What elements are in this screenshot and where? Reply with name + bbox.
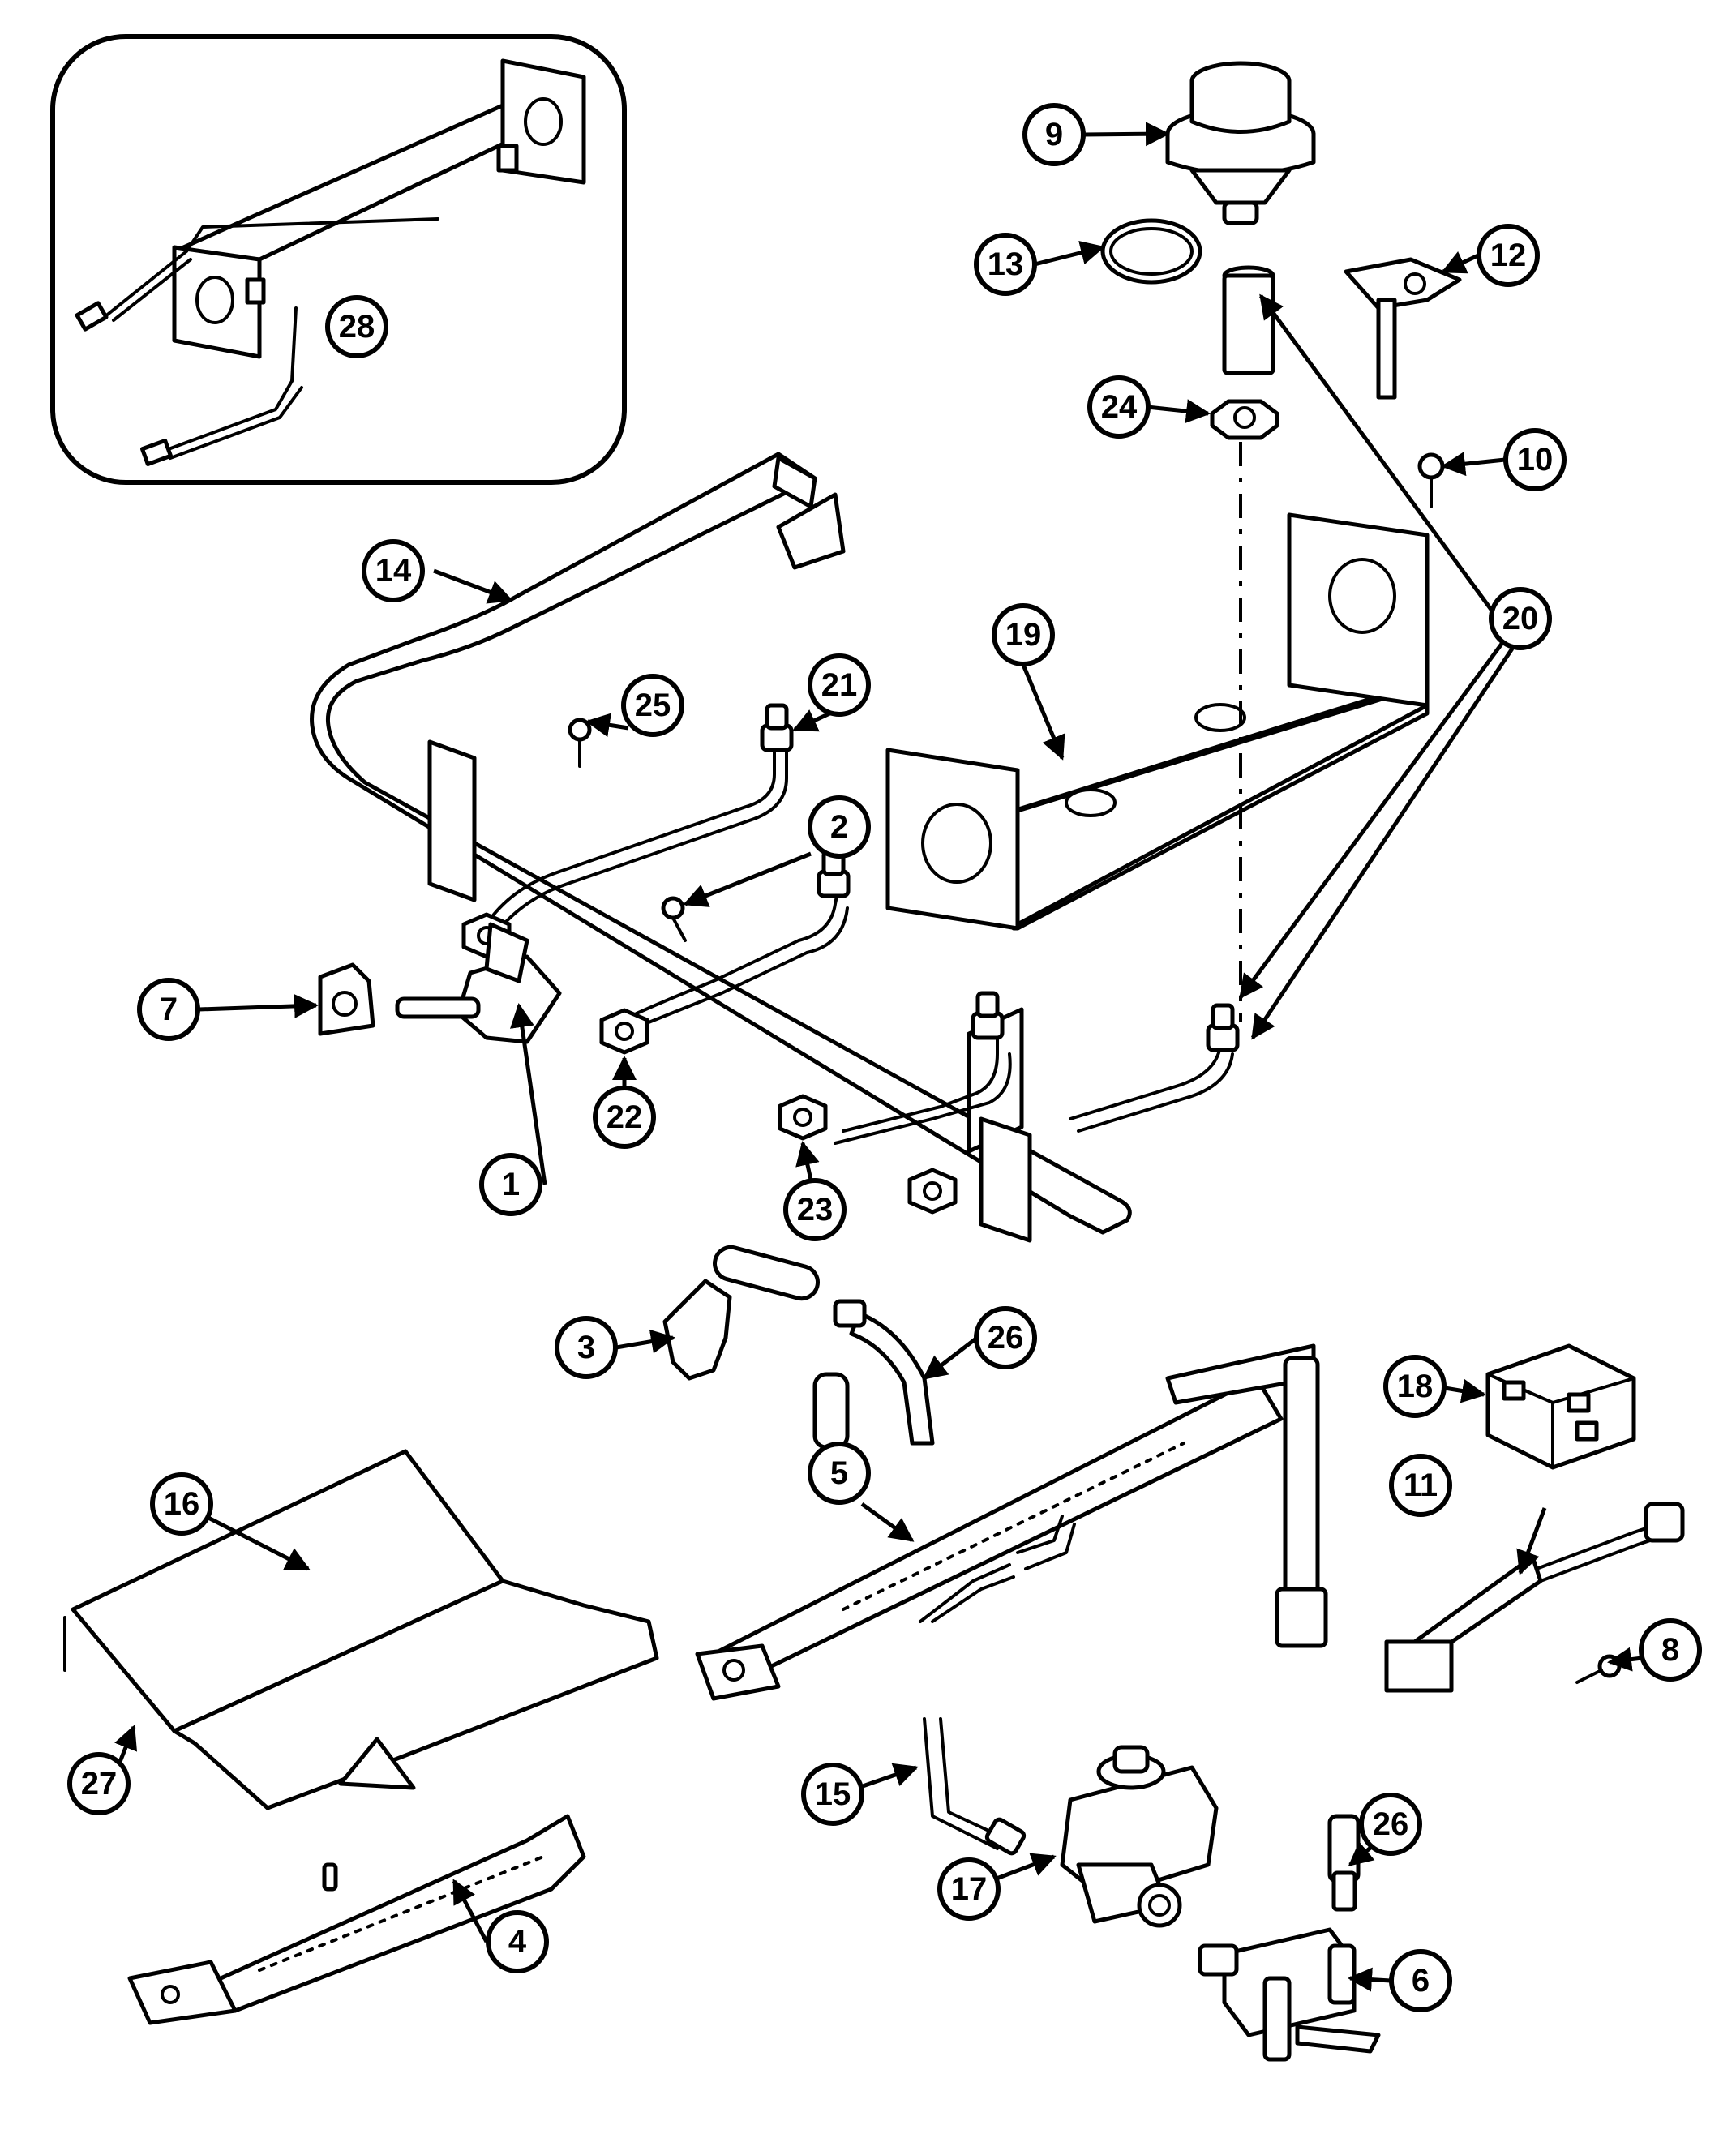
svg-text:16: 16: [164, 1486, 200, 1522]
callout-10: 10: [1503, 428, 1567, 491]
flame-spreader: [63, 1449, 659, 1810]
callout-11: 11: [1389, 1454, 1452, 1517]
svg-text:4: 4: [508, 1924, 527, 1960]
callout-21: 21: [808, 653, 871, 717]
callout-13: 13: [974, 233, 1037, 296]
svg-text:1: 1: [502, 1167, 520, 1202]
hex-nuts: [461, 912, 958, 1215]
callout-3: 3: [555, 1316, 618, 1379]
svg-text:14: 14: [375, 553, 412, 589]
inset-panel: 28: [50, 34, 627, 485]
callout-9: 9: [1022, 103, 1086, 166]
svg-text:8: 8: [1661, 1632, 1679, 1668]
callout-24: 24: [1087, 375, 1151, 439]
bake-burner: [127, 1814, 586, 2025]
callout-15: 15: [801, 1763, 864, 1826]
orifice-fittings: [760, 703, 1240, 1052]
svg-text:10: 10: [1517, 442, 1554, 478]
svg-text:2: 2: [830, 809, 848, 845]
callout-4: 4: [486, 1910, 549, 1973]
callout-8: 8: [1639, 1618, 1702, 1682]
callout-20: 20: [1489, 587, 1552, 650]
igniter: [1384, 1502, 1685, 1693]
svg-text:15: 15: [815, 1776, 851, 1812]
oven-burner-tube: [695, 1343, 1328, 1701]
callout-12: 12: [1477, 224, 1540, 287]
svg-text:17: 17: [951, 1871, 988, 1907]
callout-17: 17: [937, 1857, 1001, 1921]
svg-text:22: 22: [607, 1099, 643, 1135]
svg-text:28: 28: [339, 309, 375, 345]
callout-18: 18: [1383, 1355, 1447, 1418]
callout-2: 2: [808, 795, 871, 859]
svg-text:9: 9: [1045, 117, 1063, 152]
callout-26-lower: 26: [1359, 1793, 1422, 1856]
orifice-elbow: [662, 1245, 935, 1450]
gas-tubes: [485, 744, 1234, 1145]
svg-text:25: 25: [635, 688, 671, 723]
svg-text:27: 27: [81, 1766, 118, 1802]
callout-16: 16: [150, 1472, 213, 1536]
svg-text:7: 7: [160, 992, 178, 1027]
callout-22: 22: [593, 1086, 656, 1149]
svg-text:3: 3: [577, 1330, 595, 1365]
svg-text:23: 23: [797, 1192, 834, 1228]
svg-text:18: 18: [1397, 1369, 1434, 1404]
callout-5: 5: [808, 1442, 871, 1505]
callout-25: 25: [621, 674, 684, 737]
callout-23: 23: [783, 1178, 847, 1241]
svg-text:26: 26: [1373, 1806, 1409, 1842]
burner-box: [885, 512, 1430, 931]
svg-text:26: 26: [988, 1320, 1024, 1356]
callout-7: 7: [137, 978, 200, 1041]
connector-tubes: [919, 1515, 1076, 1856]
callout-6: 6: [1389, 1949, 1452, 2012]
pressure-regulator: [1060, 1745, 1219, 1928]
electrode: [1344, 257, 1462, 400]
svg-text:12: 12: [1490, 238, 1527, 273]
svg-text:19: 19: [1005, 617, 1042, 653]
inset-manifold-bracket: [172, 58, 586, 359]
callout-27: 27: [67, 1752, 131, 1815]
svg-text:11: 11: [1404, 1467, 1438, 1503]
svg-text:6: 6: [1412, 1963, 1430, 1999]
top-burner: [1100, 61, 1316, 440]
svg-text:20: 20: [1502, 601, 1539, 636]
safety-valve: [1198, 1814, 1381, 2062]
callout-26-upper: 26: [974, 1306, 1037, 1369]
svg-text:5: 5: [830, 1455, 848, 1491]
burner-valve: [318, 922, 562, 1044]
callout-14: 14: [362, 539, 425, 602]
svg-text:24: 24: [1101, 389, 1138, 425]
svg-text:21: 21: [821, 667, 858, 703]
callout-19: 19: [992, 603, 1055, 666]
spark-module: [1485, 1343, 1636, 1470]
callout-28: 28: [325, 295, 388, 358]
callout-1: 1: [479, 1153, 542, 1216]
svg-text:13: 13: [988, 246, 1024, 282]
manifold-pipe: [310, 452, 1132, 1243]
